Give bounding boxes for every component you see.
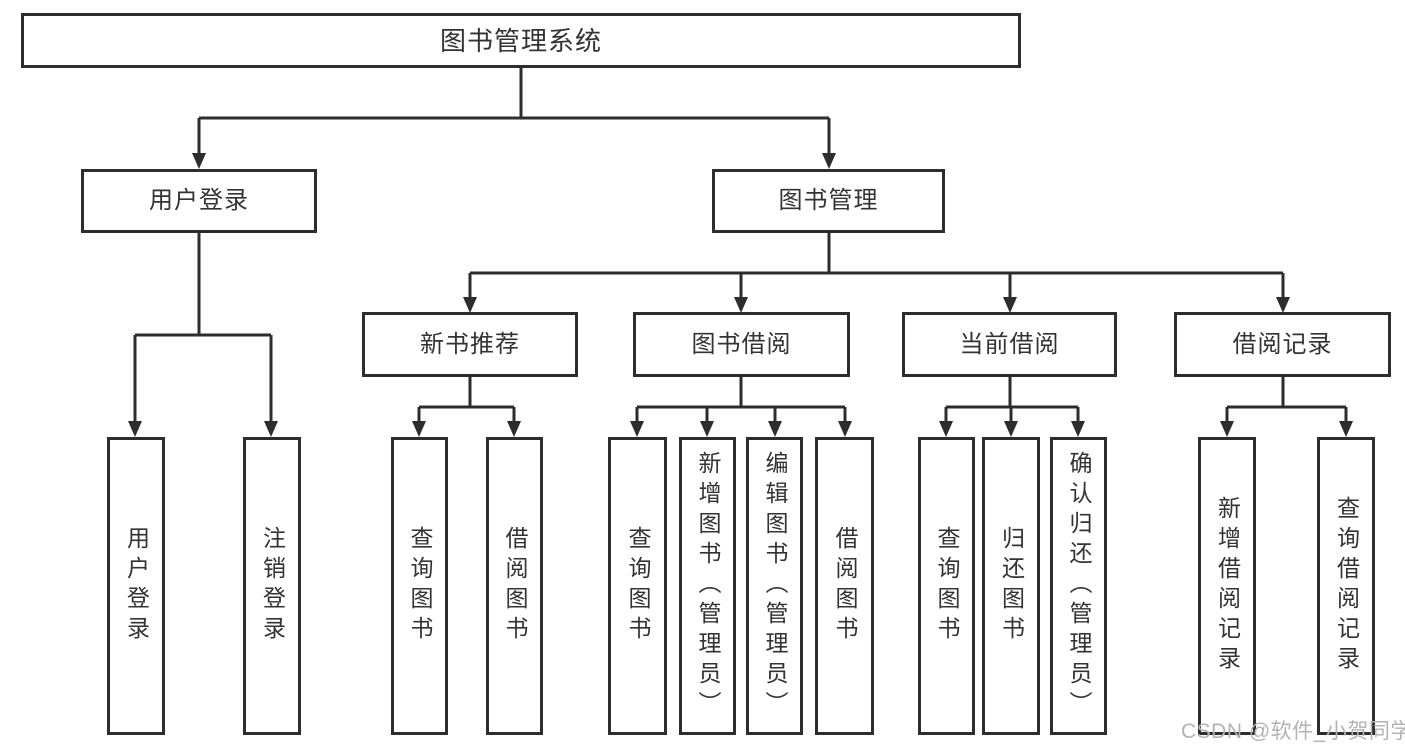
csdn-watermark: CSDN @软件_小贺同学	[1181, 720, 1405, 743]
node-nbr-borrow-book: 借阅图书	[486, 437, 543, 735]
node-new-book-recommend: 新书推荐	[362, 312, 578, 377]
node-bb-add-book-admin: 新增图书（管理员）	[679, 437, 736, 735]
node-nbr-query-book: 查询图书	[391, 437, 448, 735]
node-book-management: 图书管理	[712, 169, 945, 233]
node-bb-borrow-book: 借阅图书	[815, 437, 874, 735]
node-cb-query-book: 查询图书	[918, 437, 975, 735]
node-br-query-record: 查询借阅记录	[1317, 437, 1375, 735]
node-current-borrow: 当前借阅	[902, 312, 1117, 377]
node-book-borrow: 图书借阅	[633, 312, 850, 377]
node-cb-return-book: 归还图书	[982, 437, 1040, 735]
node-root: 图书管理系统	[21, 13, 1021, 68]
node-borrow-records: 借阅记录	[1174, 312, 1391, 377]
node-br-add-record: 新增借阅记录	[1198, 437, 1256, 735]
node-cb-confirm-return-admin: 确认归还（管理员）	[1050, 437, 1107, 735]
node-logout: 注销登录	[243, 437, 301, 735]
node-bb-edit-book-admin: 编辑图书（管理员）	[746, 437, 803, 735]
node-user-login-leaf: 用户登录	[107, 437, 165, 735]
node-bb-query-book: 查询图书	[608, 437, 667, 735]
node-user-login: 用户登录	[81, 169, 317, 233]
